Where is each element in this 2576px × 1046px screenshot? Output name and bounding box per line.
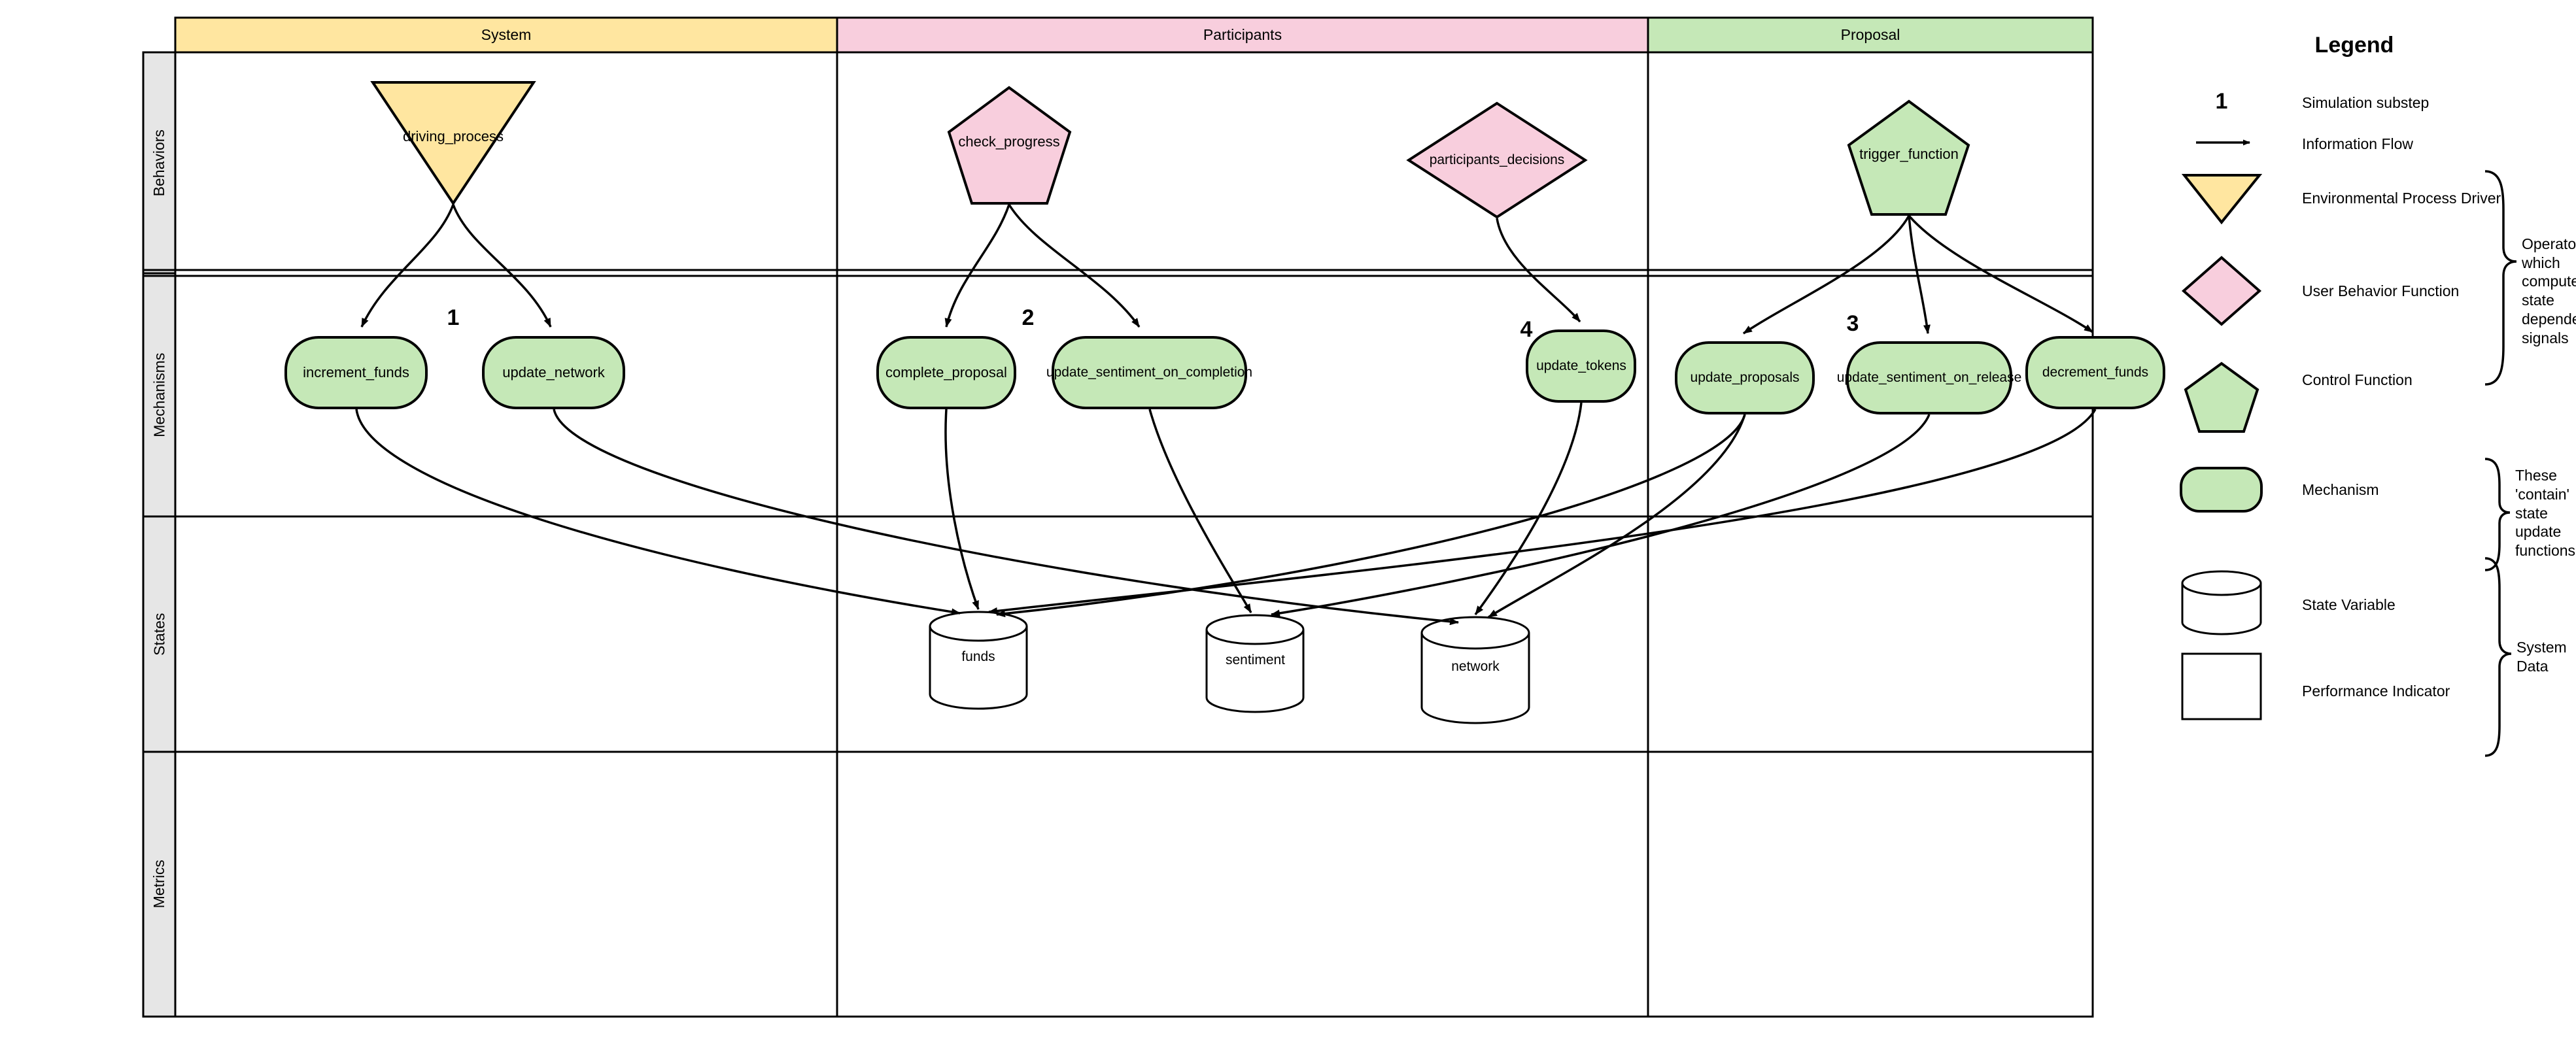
row-header-behaviors — [142, 51, 177, 275]
mechanism-shape-update-network[interactable] — [482, 336, 625, 409]
edge-group-mechanism-to-state — [355, 402, 2097, 626]
row-header-mechanisms — [142, 272, 177, 518]
behavior-shape-check-progress[interactable] — [947, 86, 1072, 205]
mechanism-shape-complete-proposal[interactable] — [876, 336, 1016, 409]
behavior-shape-driving-process[interactable] — [370, 81, 536, 206]
legend-diamond-icon — [2181, 256, 2262, 326]
mechanism-shape-update-sentiment-on-completion[interactable] — [1052, 336, 1247, 409]
mechanism-shape-increment-funds[interactable] — [284, 336, 428, 409]
edge-group-behavior-to-mechanism — [360, 204, 2093, 335]
mechanism-shape-update-sentiment-on-release[interactable] — [1846, 341, 2012, 414]
behavior-shape-trigger-function[interactable] — [1847, 99, 1970, 216]
row-header-metrics — [142, 751, 177, 1018]
brace-system-data — [2484, 557, 2512, 757]
state-shape-funds[interactable] — [929, 611, 1028, 710]
column-header-participants — [836, 16, 1649, 54]
mechanism-shape-update-tokens[interactable] — [1526, 329, 1636, 403]
column-header-proposal — [1647, 16, 2094, 54]
state-shape-sentiment[interactable] — [1205, 614, 1305, 713]
column-header-system — [174, 16, 838, 54]
brace-label-mechanism: These 'contain' state update functions — [2515, 467, 2576, 560]
brace-mechanism — [2484, 458, 2511, 571]
legend-triangle-down-icon — [2181, 174, 2263, 225]
legend-rounded-rect-icon — [2180, 467, 2263, 513]
brace-label-operators: Operators which compute state dependent … — [2522, 235, 2576, 346]
brace-operators — [2484, 170, 2517, 386]
state-shape-network[interactable] — [1420, 616, 1530, 724]
behavior-shape-participants-decisions[interactable] — [1406, 101, 1588, 219]
brace-label-system-data: System Data — [2516, 639, 2567, 675]
mechanism-shape-update-proposals[interactable] — [1675, 341, 1815, 414]
legend-square-icon — [2181, 652, 2262, 720]
row-header-states — [142, 515, 177, 753]
grid-frame — [142, 16, 2094, 1018]
legend-cylinder-icon — [2181, 570, 2262, 635]
mechanism-shape-decrement-funds[interactable] — [2025, 336, 2165, 409]
legend-pentagon-icon — [2184, 362, 2259, 433]
